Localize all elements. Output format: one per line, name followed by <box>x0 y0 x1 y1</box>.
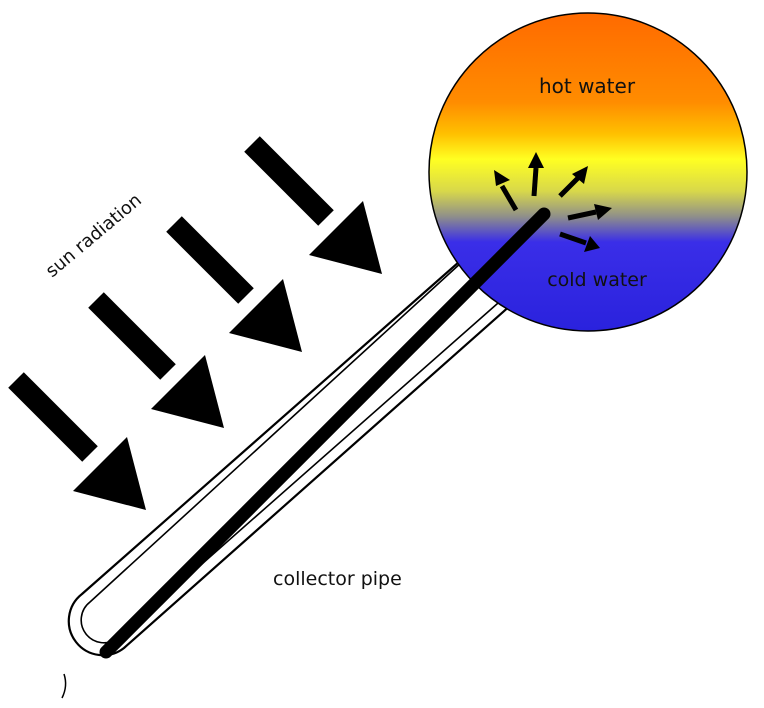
sun-ray-arrow-icon <box>88 292 224 428</box>
heat-pipe-rod <box>99 207 551 659</box>
sun-radiation-label: sun radiation <box>42 190 146 282</box>
sun-ray-arrow-icon <box>8 372 146 510</box>
heat-arrow-icon <box>494 170 519 212</box>
sun-ray-arrow-icon <box>244 136 382 274</box>
sun-radiation-arrows <box>8 136 382 510</box>
heat-arrow-icon <box>558 166 588 198</box>
heat-arrow-icon <box>528 152 544 197</box>
collector-pipe-label: collector pipe <box>273 568 402 590</box>
heat-arrow-icon <box>567 204 612 221</box>
hot-water-label: hot water <box>539 74 636 98</box>
heat-release-arrows <box>494 152 612 252</box>
cold-water-label: cold water <box>547 269 647 291</box>
sun-ray-arrow-icon <box>166 216 302 352</box>
heat-arrow-icon <box>559 231 600 252</box>
collector-pipe-tip <box>61 673 67 699</box>
